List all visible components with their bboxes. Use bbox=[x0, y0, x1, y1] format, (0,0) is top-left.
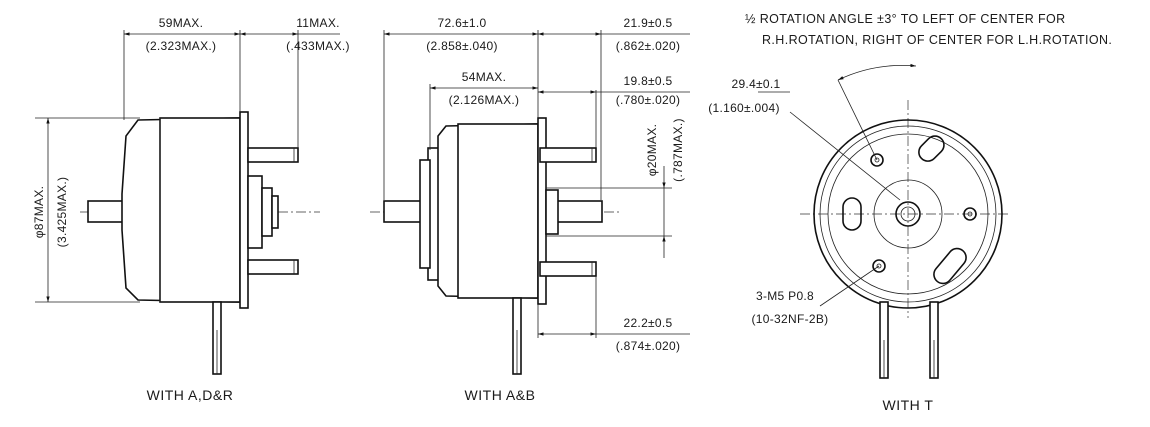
terminal-lower-dim: 22.2±0.5 bbox=[623, 316, 672, 330]
terminal-length-dim: 11MAX. bbox=[296, 16, 340, 30]
hole-spacing-dim: 29.4±0.1 bbox=[731, 77, 780, 91]
view-caption: WITH A,D&R bbox=[147, 387, 234, 403]
rotation-note-line1: ½ ROTATION ANGLE ±3° TO LEFT OF CENTER F… bbox=[745, 12, 1066, 26]
view-caption: WITH T bbox=[883, 397, 934, 413]
view-caption: WITH A&B bbox=[465, 387, 536, 403]
thread-dim: 3-M5 P0.8 bbox=[756, 289, 814, 303]
shaft-extension-inch-dim: (.862±.020) bbox=[616, 39, 681, 53]
terminal-length-inch-dim: (.433MAX.) bbox=[286, 39, 350, 53]
overall-length-inch-dim: (2.858±.040) bbox=[426, 39, 498, 53]
terminal-lower-inch-dim: (.874±.020) bbox=[616, 339, 681, 353]
view-a-d-r: 59MAX. (2.323MAX.) 11MAX. (.433MAX.) φ87… bbox=[32, 16, 350, 403]
diameter-inch-dim: (3.425MAX.) bbox=[55, 177, 69, 248]
thread-inch-dim: (10-32NF-2B) bbox=[752, 312, 829, 326]
body-length-dim: 54MAX. bbox=[462, 70, 507, 84]
pilot-diameter-dim: φ20MAX. bbox=[645, 124, 659, 177]
diameter-dim: φ87MAX. bbox=[32, 186, 46, 239]
overall-length-dim: 72.6±1.0 bbox=[437, 16, 486, 30]
view-a-b: 72.6±1.0 (2.858±.040) 54MAX. (2.126MAX.)… bbox=[370, 16, 690, 403]
body-length-inch-dim: (2.126MAX.) bbox=[449, 93, 520, 107]
pilot-diameter-inch-dim: (.787MAX.) bbox=[671, 118, 685, 182]
shaft-extension-dim: 21.9±0.5 bbox=[623, 16, 672, 30]
view-t: ½ ROTATION ANGLE ±3° TO LEFT OF CENTER F… bbox=[708, 12, 1112, 413]
terminal-upper-inch-dim: (.780±.020) bbox=[616, 93, 681, 107]
rotation-note-line2: R.H.ROTATION, RIGHT OF CENTER FOR L.H.RO… bbox=[762, 33, 1112, 47]
hole-spacing-inch-dim: (1.160±.004) bbox=[708, 101, 780, 115]
overall-length-dim: 59MAX. bbox=[159, 16, 204, 30]
terminal-upper-dim: 19.8±0.5 bbox=[623, 74, 672, 88]
overall-length-inch-dim: (2.323MAX.) bbox=[146, 39, 217, 53]
